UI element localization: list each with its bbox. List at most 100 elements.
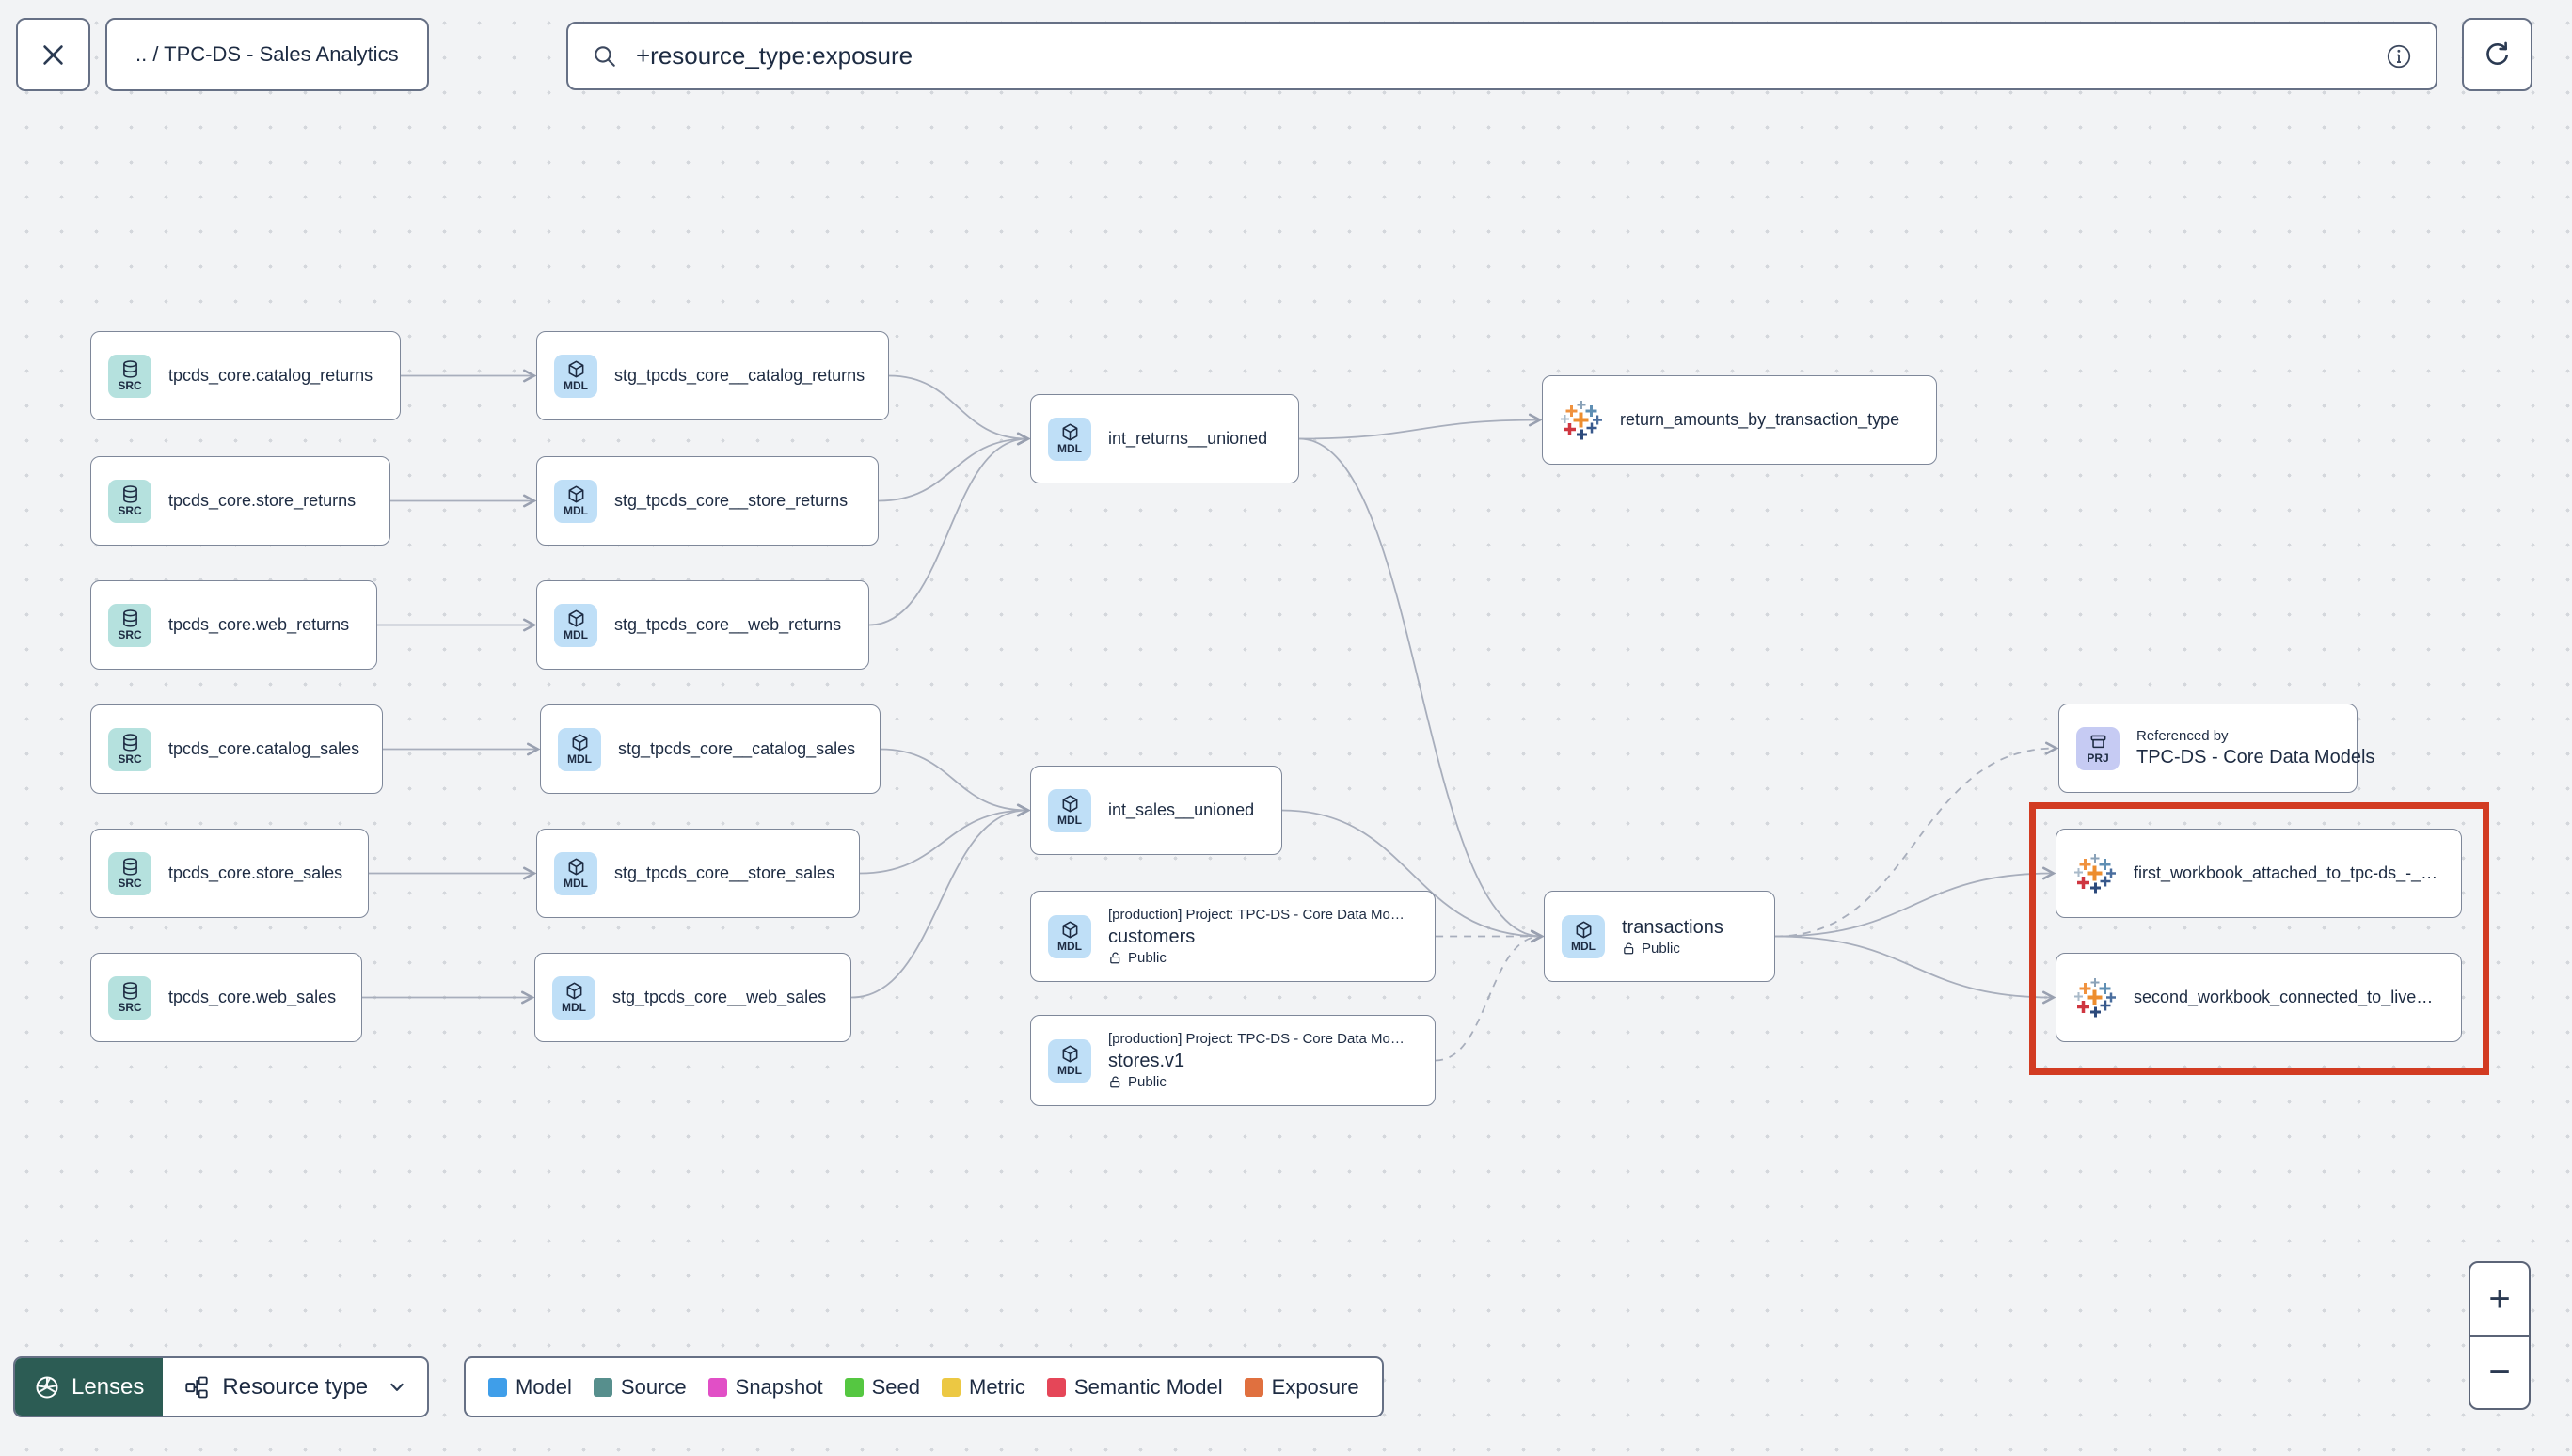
node-title: TPC-DS - Core Data Models	[2136, 747, 2375, 768]
node-stg-catalog-sales[interactable]: MDL stg_tpcds_core__catalog_sales	[540, 704, 881, 794]
model-badge: MDL	[554, 851, 597, 895]
cube-icon	[1576, 921, 1591, 939]
node-return-amounts-by-transaction-type[interactable]: return_amounts_by_transaction_type	[1542, 375, 1937, 465]
resource-type-dropdown[interactable]: Resource type	[163, 1358, 427, 1416]
node-label: tpcds_core.catalog_sales	[168, 739, 360, 758]
node-label: tpcds_core.catalog_returns	[168, 366, 373, 385]
search-icon	[595, 45, 615, 67]
edge-int-returns-unioned--return-amounts-by-transaction-type	[1298, 413, 1543, 440]
edge-stores-v1--transactions	[1435, 929, 1545, 1062]
edge-transactions--referenced-by-project	[1774, 741, 2059, 938]
tableau-icon	[2074, 853, 2116, 893]
zoom-in-button[interactable]: +	[2470, 1263, 2529, 1335]
refresh-button[interactable]	[2462, 18, 2532, 91]
edge-stg-store-returns--int-returns-unioned	[878, 432, 1031, 502]
node-title: customers	[1108, 926, 1196, 947]
node-access: Public	[1108, 949, 1405, 968]
node-stores-v1[interactable]: MDL [production] Project: TPC-DS - Core D…	[1030, 1015, 1436, 1106]
resource-type-label: Resource type	[222, 1373, 369, 1400]
node-src-catalog-returns[interactable]: SRC tpcds_core.catalog_returns	[90, 331, 401, 420]
cube-icon	[1062, 795, 1077, 813]
node-second-workbook[interactable]: second_workbook_connected_to_live…	[2056, 953, 2462, 1042]
public-lock-icon	[1110, 1076, 1120, 1088]
node-src-web-sales[interactable]: SRC tpcds_core.web_sales	[90, 953, 362, 1042]
source-badge: SRC	[108, 354, 151, 398]
model-badge: MDL	[554, 354, 597, 398]
zoom-out-button[interactable]: −	[2470, 1335, 2529, 1408]
view-controls: Lenses Resource type	[13, 1356, 430, 1417]
legend-item-source: Source	[593, 1375, 687, 1400]
close-button[interactable]	[16, 18, 90, 91]
breadcrumb-label: .. / TPC-DS - Sales Analytics	[135, 42, 399, 66]
edge-transactions--second-workbook	[1774, 935, 2056, 1005]
legend-item-metric: Metric	[942, 1375, 1025, 1400]
lenses-button[interactable]: Lenses	[15, 1358, 164, 1416]
model-badge: MDL	[558, 727, 601, 771]
node-customers[interactable]: MDL[production] Project: TPC-DS - Core D…	[1030, 891, 1436, 982]
database-icon	[122, 360, 137, 378]
node-label: stg_tpcds_core__catalog_returns	[614, 366, 865, 385]
node-label: int_sales__unioned	[1108, 800, 1255, 819]
node-header: [production] Project: TPC-DS - Core Data…	[1108, 1031, 1405, 1047]
node-int-sales-unioned[interactable]: MDL int_sales__unioned	[1030, 766, 1282, 855]
legend-item-model: Model	[488, 1375, 572, 1400]
close-icon	[43, 44, 63, 65]
node-label: tpcds_core.web_returns	[168, 615, 350, 634]
node-label: second_workbook_connected_to_live…	[2134, 988, 2434, 1006]
model-badge: MDL	[1048, 1038, 1091, 1083]
node-label: tpcds_core.store_sales	[168, 863, 343, 882]
model-badge: MDL	[1048, 788, 1091, 832]
edge-transactions--first-workbook	[1774, 866, 2056, 938]
node-title: stores.v1	[1108, 1050, 1185, 1071]
info-icon[interactable]	[2385, 42, 2413, 71]
edge-stg-web-returns--int-returns-unioned	[868, 432, 1031, 626]
node-label: stg_tpcds_core__store_returns	[614, 491, 849, 510]
legend-swatch	[593, 1377, 612, 1397]
legend-swatch	[707, 1377, 727, 1397]
legend-swatch	[942, 1377, 961, 1397]
lenses-aperture-icon	[36, 1376, 58, 1398]
cube-icon	[568, 858, 583, 876]
search-input[interactable]	[634, 40, 2370, 71]
cube-icon	[1062, 921, 1077, 939]
database-icon	[122, 485, 137, 503]
search-bar[interactable]	[566, 22, 2437, 90]
node-label: int_returns__unioned	[1108, 429, 1268, 448]
tableau-icon	[1561, 400, 1602, 439]
source-badge: SRC	[108, 975, 151, 1020]
node-header: Referenced by	[2136, 727, 2229, 744]
edge-stg-store-sales--int-sales-unioned	[859, 803, 1031, 875]
node-label: stg_tpcds_core__catalog_sales	[618, 739, 856, 758]
edge-stg-catalog-returns--int-returns-unioned	[888, 374, 1031, 446]
node-access: Public	[1108, 1073, 1405, 1092]
node-label: stg_tpcds_core__web_returns	[614, 615, 842, 634]
lenses-label: Lenses	[71, 1373, 145, 1400]
public-lock-icon	[1110, 952, 1120, 964]
project-box-icon	[2090, 735, 2105, 749]
legend-swatch	[1046, 1377, 1066, 1397]
node-label: first_workbook_attached_to_tpc-ds_-_…	[2134, 863, 2438, 882]
legend-item-semantic-model: Semantic Model	[1046, 1375, 1223, 1400]
node-stg-catalog-returns[interactable]: MDL stg_tpcds_core__catalog_returns	[536, 331, 889, 420]
database-icon	[122, 858, 137, 876]
chevron-down-icon	[390, 1383, 404, 1391]
legend-swatch	[1244, 1377, 1263, 1397]
node-label: tpcds_core.web_sales	[168, 988, 337, 1006]
breadcrumb[interactable]: .. / TPC-DS - Sales Analytics	[105, 18, 429, 91]
cube-icon	[1062, 423, 1077, 441]
edge-stg-web-sales--int-sales-unioned	[850, 803, 1031, 999]
node-first-workbook[interactable]: first_workbook_attached_to_tpc-ds_-_…	[2056, 829, 2462, 918]
